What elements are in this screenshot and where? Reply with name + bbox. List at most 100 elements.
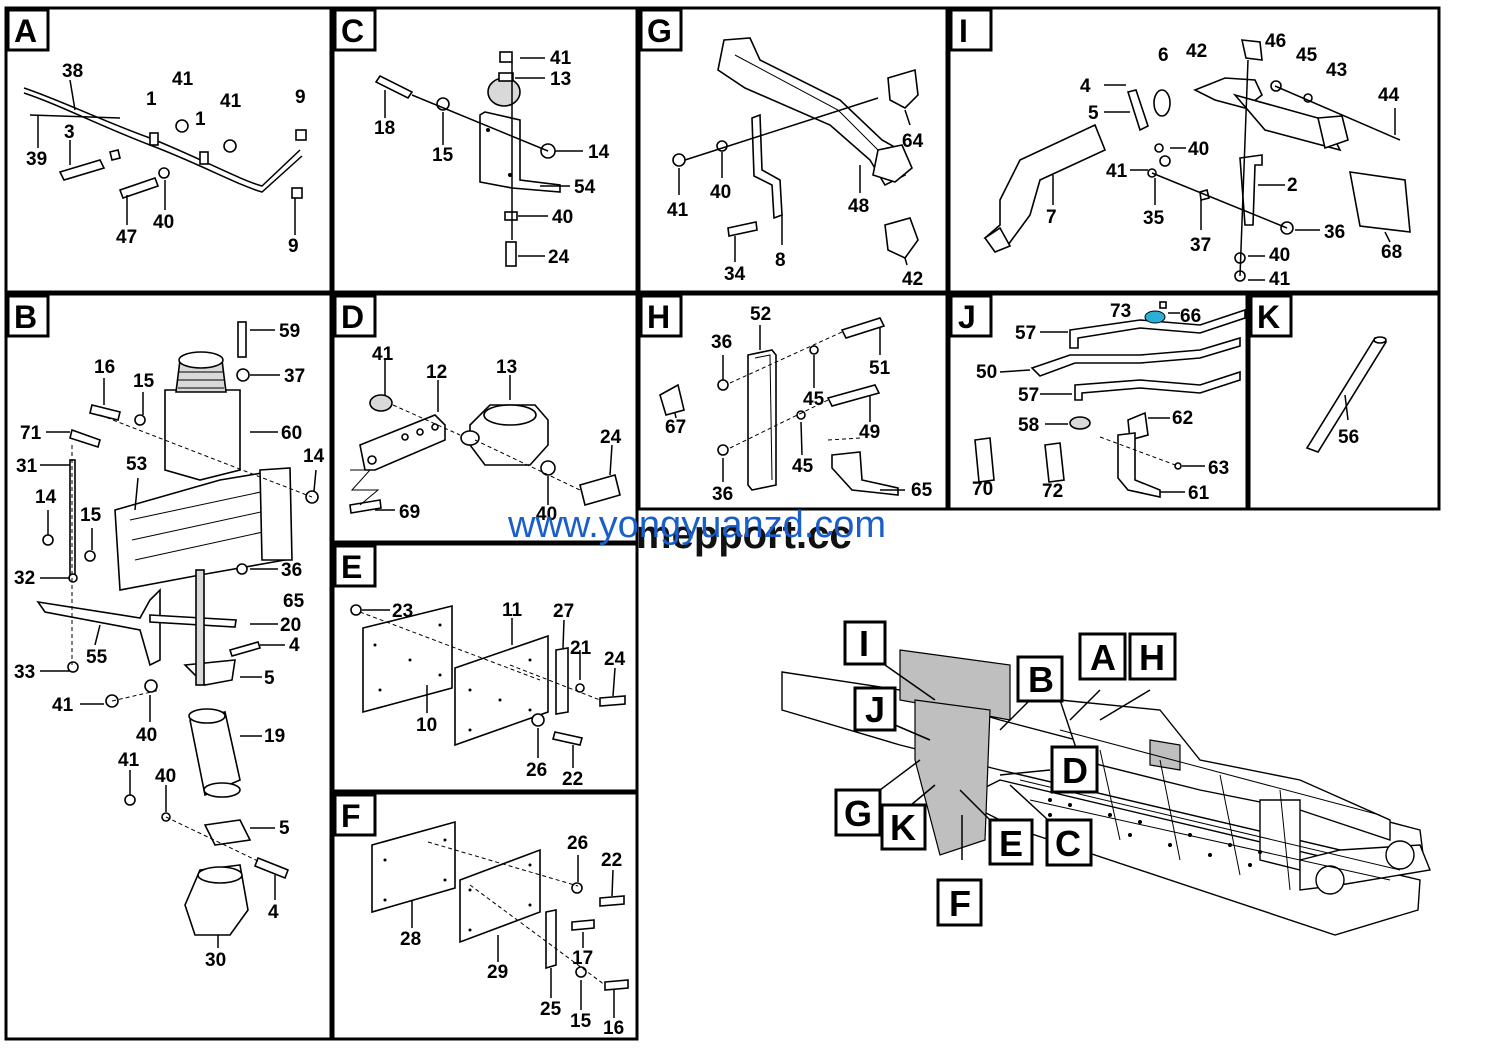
panel-a: A 38 41 41 1 1 9 3 39 47 40 9 [6, 8, 307, 257]
part-callout-number: 24 [600, 427, 622, 448]
part-callout-number: 6 [1158, 45, 1169, 66]
part-callout-number: 65 [283, 591, 305, 612]
part-callout-number: 36 [712, 484, 733, 505]
part-callout-number: 52 [750, 304, 771, 325]
part-callout-number: 46 [1265, 31, 1286, 52]
part-callout-number: 40 [153, 212, 174, 233]
part-callout-number: 50 [976, 362, 997, 383]
panel-h: H 52 36 51 45 67 49 45 36 65 [639, 294, 933, 505]
part-callout-number: 9 [295, 87, 306, 108]
part-callout-number: 30 [205, 950, 226, 971]
watermark-primary: www.yongyuanzd.com [507, 504, 886, 546]
panel-j-tag: J [958, 299, 976, 335]
overview-location-tag: K [890, 807, 916, 848]
part-callout-number: 59 [279, 321, 300, 342]
panel-i: I 42 46 45 [949, 8, 1411, 290]
part-callout-number: 13 [496, 357, 517, 378]
part-callout-number: 45 [803, 389, 825, 410]
overview-location-tag: G [844, 793, 872, 834]
part-callout-number: 19 [264, 726, 285, 747]
part-callout-number: 22 [562, 769, 583, 790]
part-callout-number: 35 [1143, 208, 1165, 229]
part-callout-number: 40 [1269, 245, 1290, 266]
panel-c: C 41 13 18 15 14 54 40 24 [333, 8, 610, 268]
part-callout-number: 9 [288, 236, 299, 257]
part-callout-number: 22 [601, 850, 622, 871]
part-callout-number: 28 [400, 929, 421, 950]
part-callout-number: 14 [588, 142, 610, 163]
part-callout-number: 43 [1326, 60, 1347, 81]
panel-c-tag: C [341, 13, 364, 49]
part-callout-number: 73 [1110, 301, 1131, 322]
panel-e: E 23 11 27 21 24 10 26 22 [333, 544, 626, 790]
part-callout-number: 72 [1042, 481, 1063, 502]
part-callout-number: 37 [284, 366, 305, 387]
part-callout-number: 53 [126, 454, 147, 475]
part-callout-number: 27 [553, 601, 574, 622]
part-callout-number: 69 [399, 502, 420, 523]
part-callout-number: 38 [62, 61, 83, 82]
overview-location-tag: A [1090, 637, 1116, 678]
part-callout-number: 14 [303, 446, 325, 467]
overview-location-tag: H [1139, 637, 1165, 678]
panel-e-tag: E [341, 549, 362, 585]
part-callout-number: 47 [116, 227, 137, 248]
part-callout-number: 4 [1080, 76, 1091, 97]
part-callout-number: 55 [86, 647, 108, 668]
panel-g: G 64 41 40 48 34 8 42 [639, 8, 924, 290]
part-callout-number: 16 [603, 1018, 624, 1039]
part-callout-number: 12 [426, 362, 447, 383]
part-callout-number: 41 [118, 750, 140, 771]
part-callout-number: 40 [136, 725, 157, 746]
part-callout-number: 2 [1287, 175, 1298, 196]
overview-location-tag: F [949, 883, 971, 924]
part-callout-number: 39 [26, 149, 47, 170]
panel-h-tag: H [647, 299, 670, 335]
part-callout-number: 62 [1172, 408, 1193, 429]
part-callout-number: 4 [289, 635, 300, 656]
part-callout-number: 40 [710, 182, 731, 203]
part-callout-number: 41 [550, 48, 572, 69]
panel-a-tag: A [14, 13, 37, 49]
part-callout-number: 7 [1046, 207, 1057, 228]
part-callout-number: 20 [280, 615, 301, 636]
part-callout-number: 51 [869, 358, 891, 379]
part-callout-number: 11 [502, 600, 523, 621]
part-callout-number: 32 [14, 568, 35, 589]
part-callout-number: 63 [1208, 458, 1229, 479]
part-callout-number: 49 [859, 422, 880, 443]
part-callout-number: 24 [548, 247, 570, 268]
part-callout-number: 36 [281, 560, 302, 581]
part-callout-number: 14 [35, 487, 57, 508]
part-callout-number: 70 [972, 479, 993, 500]
part-callout-number: 16 [94, 357, 115, 378]
part-callout-number: 42 [1186, 41, 1207, 62]
part-callout-number: 23 [392, 601, 413, 622]
overview-location-tag: J [865, 689, 885, 730]
overview-tags: I A H B J D G K E C F [834, 620, 1177, 927]
part-callout-number: 42 [902, 269, 923, 290]
part-callout-number: 64 [902, 131, 924, 152]
part-callout-number: 36 [711, 332, 732, 353]
overview-location-tag: D [1062, 750, 1088, 791]
part-callout-number: 34 [724, 264, 746, 285]
part-callout-number: 1 [195, 109, 206, 130]
part-callout-number: 45 [792, 456, 814, 477]
part-callout-number: 65 [911, 480, 933, 501]
part-callout-number: 68 [1381, 242, 1402, 263]
part-callout-number: 5 [264, 668, 275, 689]
part-callout-number: 5 [1088, 103, 1099, 124]
overview-location-tag: C [1055, 823, 1081, 864]
part-callout-number: 66 [1180, 306, 1201, 327]
part-callout-number: 15 [133, 371, 155, 392]
part-callout-number: 61 [1188, 483, 1210, 504]
part-callout-number: 18 [374, 118, 395, 139]
part-callout-number: 40 [552, 207, 573, 228]
part-callout-number: 48 [848, 196, 869, 217]
part-callout-number: 3 [64, 122, 75, 143]
panel-d: D 41 12 13 24 69 40 [333, 294, 622, 525]
panel-g-tag: G [647, 13, 672, 49]
panel-b: B [6, 294, 325, 971]
part-callout-number: 15 [432, 145, 454, 166]
